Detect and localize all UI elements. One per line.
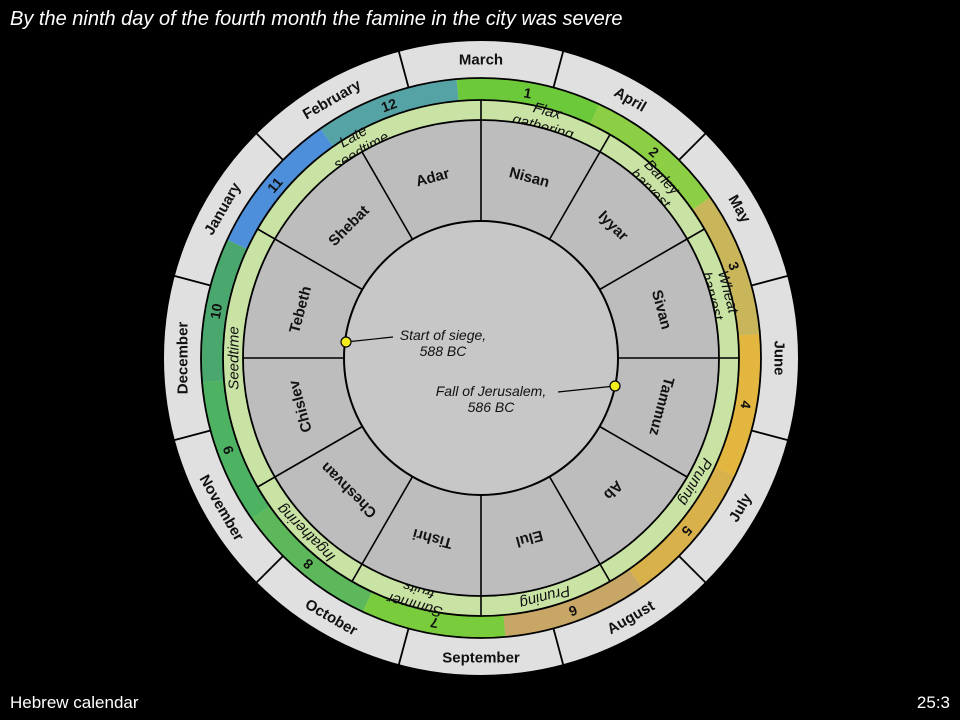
fall-leader (557, 385, 616, 393)
season-divider (257, 228, 276, 240)
gregorian-month-label: September (442, 649, 520, 666)
gregorian-divider (173, 274, 211, 287)
season-divider (257, 476, 276, 488)
hebrew-month-label: Elul (514, 527, 545, 551)
month-number-label-line: 7 (429, 614, 440, 631)
number-ring-outline (200, 77, 762, 639)
season-label-line: Seedtime (225, 326, 242, 389)
month-number-label-line: 12 (379, 95, 399, 115)
hebrew-divider (548, 476, 601, 565)
siege-leader (345, 336, 394, 343)
gregorian-divider (678, 132, 707, 161)
month-number-label: 7 (429, 614, 440, 631)
siege-label-line: Start of siege, (400, 327, 486, 343)
season-label-line: Flax (531, 99, 563, 123)
fall-label-line: 586 BC (468, 399, 516, 415)
fall-label: Fall of Jerusalem,586 BC (436, 383, 546, 415)
hebrew-divider (361, 151, 414, 240)
hebrew-divider (599, 238, 688, 291)
gregorian-divider (255, 555, 284, 584)
month-number-label: 4 (737, 400, 754, 411)
gregorian-divider (173, 429, 211, 442)
season-divider (599, 134, 611, 153)
center-disc (343, 220, 619, 496)
slide-title: By the ninth day of the fourth month the… (10, 8, 623, 30)
month-number-label: 1 (523, 84, 534, 101)
season-divider (686, 228, 705, 240)
center-circle (343, 220, 619, 496)
siege-marker (340, 336, 352, 348)
gregorian-divider (552, 50, 565, 88)
season-label: Seedtime (225, 326, 242, 389)
gregorian-month-label-line: June (771, 340, 788, 375)
gregorian-month-label: December (174, 322, 191, 395)
hebrew-divider (274, 238, 363, 291)
season-divider (351, 563, 363, 582)
hebrew-month-label-line: Elul (514, 527, 545, 551)
gregorian-divider (397, 628, 410, 666)
month-number-label-line: 4 (737, 400, 754, 411)
gregorian-month-label: March (459, 51, 503, 68)
gregorian-month-label: June (771, 340, 788, 375)
month-number-label: 12 (379, 95, 399, 115)
month-number-label-line: 1 (523, 84, 534, 101)
gregorian-divider (552, 628, 565, 666)
siege-label: Start of siege,588 BC (400, 327, 486, 359)
gregorian-month-label-line: December (174, 322, 191, 395)
hebrew-divider (548, 151, 601, 240)
month-number-label-line: 10 (207, 302, 225, 320)
hebrew-divider (361, 476, 414, 565)
fall-label-line: Fall of Jerusalem, (436, 383, 546, 399)
gregorian-divider (751, 274, 789, 287)
footer-caption: Hebrew calendar (10, 693, 139, 712)
siege-label-line: 588 BC (420, 343, 468, 359)
gregorian-month-label-line: September (442, 649, 520, 666)
gregorian-divider (397, 50, 410, 88)
month-number-label: 10 (207, 302, 225, 320)
gregorian-divider (255, 132, 284, 161)
fall-marker (609, 380, 621, 392)
gregorian-divider (751, 429, 789, 442)
gregorian-divider (678, 555, 707, 584)
footer-reference: 25:3 (916, 693, 950, 712)
hebrew-divider (599, 425, 688, 478)
hebrew-divider (274, 425, 363, 478)
gregorian-month-label-line: March (459, 51, 503, 68)
season-divider (599, 563, 611, 582)
